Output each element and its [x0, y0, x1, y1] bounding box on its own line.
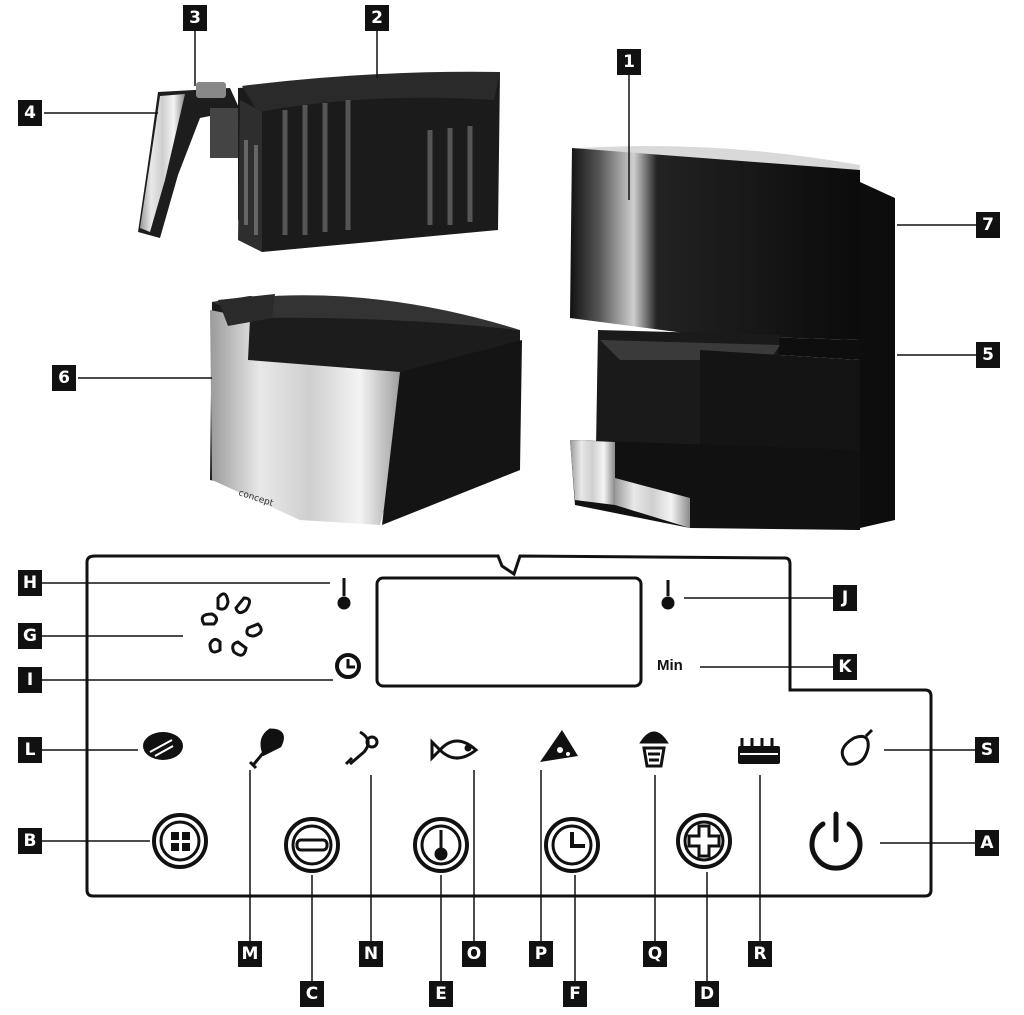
- callout-D: D: [695, 981, 719, 1007]
- plus-icon: [687, 824, 721, 858]
- leader-lines: [42, 30, 976, 981]
- callout-4: 4: [18, 100, 42, 126]
- clock-icon-left: [335, 653, 361, 679]
- callout-Q: Q: [643, 941, 667, 967]
- thermometer-icon: [434, 830, 448, 861]
- main-unit: [570, 146, 895, 530]
- pizza-icon: [540, 730, 578, 762]
- callout-M: M: [238, 941, 262, 967]
- power-icon: [809, 821, 863, 871]
- callout-5: 5: [976, 342, 1000, 368]
- thermometer-icon-left: [337, 578, 351, 610]
- power-button[interactable]: [809, 811, 863, 871]
- callout-G: G: [18, 623, 42, 649]
- minus-button[interactable]: [284, 817, 340, 873]
- callout-2: 2: [365, 5, 389, 31]
- lcd-display: [375, 576, 643, 688]
- menu-icon: [171, 832, 190, 851]
- steak-icon: [143, 732, 183, 760]
- chicken-leg-icon: [248, 728, 284, 770]
- thermometer-icon-right: [661, 580, 675, 610]
- basket-handle: [138, 82, 240, 238]
- callout-1: 1: [617, 49, 641, 75]
- callout-C: C: [300, 981, 324, 1007]
- callout-I: I: [18, 667, 42, 693]
- basket-drawer: concept: [210, 294, 522, 525]
- cake-icon: [738, 738, 780, 764]
- callout-S: S: [975, 737, 999, 763]
- clock-icon: [570, 832, 585, 848]
- callout-P: P: [529, 941, 553, 967]
- callout-3: 3: [183, 5, 207, 31]
- callout-B: B: [18, 828, 42, 854]
- callout-E: E: [429, 981, 453, 1007]
- timer-button[interactable]: [544, 817, 600, 873]
- callout-A: A: [975, 830, 999, 856]
- callout-J: J: [833, 585, 857, 611]
- minutes-label: Min: [657, 657, 683, 674]
- temperature-button[interactable]: [413, 817, 469, 873]
- menu-button[interactable]: [152, 813, 208, 869]
- fish-icon: [430, 738, 479, 762]
- frying-basket: [238, 71, 500, 252]
- callout-6: 6: [52, 365, 76, 391]
- control-panel: [85, 554, 933, 898]
- callout-L: L: [18, 737, 42, 763]
- callout-R: R: [748, 941, 772, 967]
- callout-7: 7: [976, 212, 1000, 238]
- cupcake-icon: [639, 731, 669, 768]
- callout-F: F: [563, 981, 587, 1007]
- plus-button[interactable]: [676, 813, 732, 869]
- shrimp-icon: [344, 730, 379, 766]
- callout-N: N: [359, 941, 383, 967]
- eggplant-icon: [840, 728, 874, 766]
- minus-icon: [295, 838, 329, 852]
- fan-icon: [200, 592, 263, 657]
- callout-H: H: [18, 570, 42, 596]
- callout-K: K: [833, 654, 857, 680]
- callout-O: O: [462, 941, 486, 967]
- release-button: [196, 82, 226, 98]
